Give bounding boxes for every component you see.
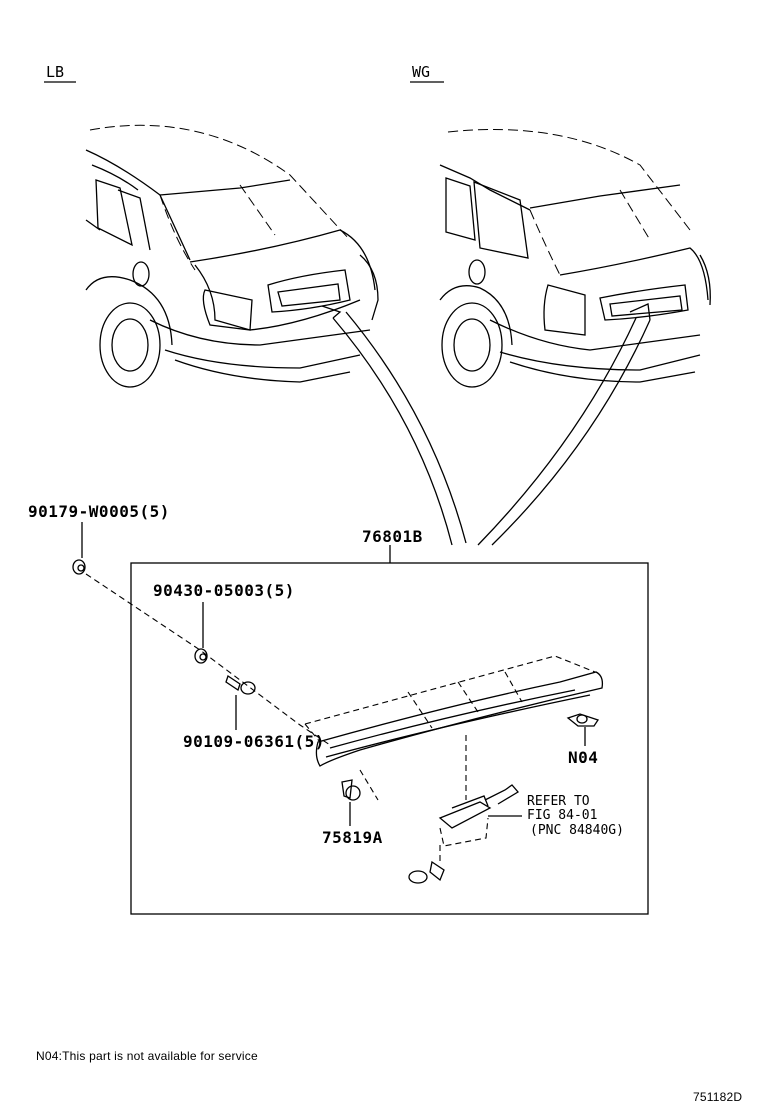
reference-line-1: REFER TO [527,794,590,809]
nut-part [194,602,208,664]
part-label-n04: N04 [568,748,598,767]
bolt-part [225,674,256,730]
license-lamp-part [408,784,519,884]
reference-line-2: FIG 84-01 [527,808,597,823]
car-wg-illustration [439,128,711,388]
footnote: N04:This part is not available for servi… [36,1049,258,1063]
view-label-wg: WG [412,63,430,81]
view-label-lb: LB [46,63,64,81]
plug-part [341,779,361,826]
part-label-clip: 90179-W0005(5) [28,502,170,521]
clip-part [72,522,86,575]
part-label-plug: 75819A [322,828,383,847]
illustration-id: 751182D [693,1090,742,1104]
part-label-nut: 90430-05003(5) [153,581,295,600]
reference-line-3: (PNC 84840G) [530,823,624,838]
arrow-from-lb [321,305,467,546]
part-label-assembly: 76801B [362,527,423,546]
garnish-strip [304,655,604,801]
clip-install-line [85,573,331,746]
part-label-bolt: 90109-06361(5) [183,732,325,751]
car-lb-illustration [85,124,379,388]
n04-clip-part [566,713,600,746]
arrow-from-wg [477,303,651,546]
